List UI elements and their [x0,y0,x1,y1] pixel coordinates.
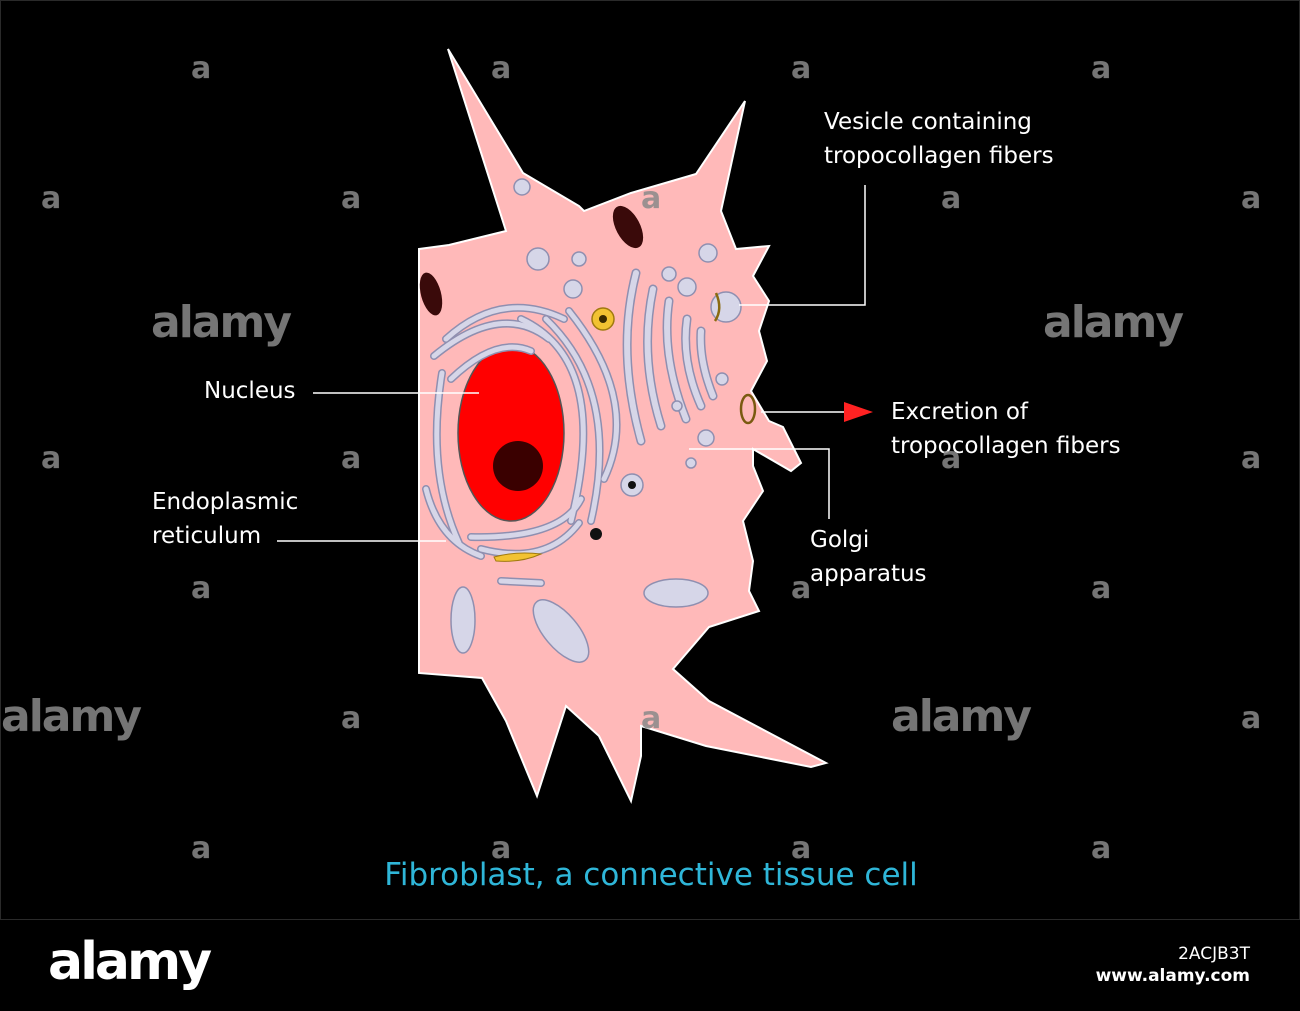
label-endoplasmic-reticulum: Endoplasmic reticulum [152,485,298,553]
label-golgi-line1: Golgi [810,527,870,553]
watermark-word: alamy [151,297,292,348]
watermark-word: alamy [891,691,1032,742]
label-vesicle-line1: Vesicle containing [824,109,1032,135]
watermark-letter: a [41,441,62,476]
vesicle-with-fibers [710,291,742,323]
label-vesicle-line2: tropocollagen fibers [824,143,1054,169]
watermark-letter: a [191,831,212,866]
excretion-arrowhead [844,402,873,422]
label-excretion-line1: Excretion of [891,399,1029,425]
label-excretion-line2: tropocollagen fibers [891,433,1121,459]
label-golgi-line2: apparatus [810,561,927,587]
leader-lines [277,185,866,542]
label-golgi: Golgi apparatus [810,523,927,591]
lysosome-core [628,481,636,489]
nucleus [457,344,565,522]
watermark-letter: a [191,51,212,86]
watermark-letter: a [1091,831,1112,866]
endoplasmic-reticulum-fill [423,305,620,586]
granule-dot [590,528,602,540]
watermark-letter: a [341,441,362,476]
watermark-letter: a [341,701,362,736]
watermark-letter: a [1091,571,1112,606]
footer-url[interactable]: www.alamy.com [1095,966,1250,986]
watermark-letter: a [491,51,512,86]
footer-bar [0,920,1300,1011]
oval-organelles [450,578,709,663]
watermark-letter: a [941,441,962,476]
watermark-word: alamy [1,691,142,742]
label-er-line1: Endoplasmic [152,489,299,515]
vesicles [513,178,729,469]
watermark-letter: a [641,181,662,216]
watermark-letter: a [1241,701,1262,736]
watermark-letter: a [341,181,362,216]
watermark-letter: a [791,571,812,606]
watermark-letter: a [1241,441,1262,476]
footer-image-id: 2ACJB3T [1178,944,1250,964]
dark-organelle [419,272,443,316]
tropocollagen-fiber [713,292,721,322]
watermark-letter: a [491,831,512,866]
diagram-canvas: Vesicle containing tropocollagen fibers … [0,0,1300,920]
yellow-granule [493,552,543,562]
footer-logo: alamy [48,932,212,992]
dark-organelle [612,205,644,249]
excreted-fiber [739,393,757,425]
watermark-letter: a [41,181,62,216]
label-excretion: Excretion of tropocollagen fibers [891,395,1121,463]
label-vesicle: Vesicle containing tropocollagen fibers [824,105,1054,173]
cell-body [418,48,829,804]
watermark-letter: a [791,51,812,86]
label-nucleus: Nucleus [204,378,296,404]
label-er-line2: reticulum [152,523,262,549]
watermark-letter: a [641,701,662,736]
watermark-word: alamy [1043,297,1184,348]
watermark-letter: a [1091,51,1112,86]
yellow-vesicle-core [599,315,607,323]
watermark-letter: a [1241,181,1262,216]
watermark-letter: a [791,831,812,866]
nucleolus [493,441,543,491]
watermark-letter: a [941,181,962,216]
fibroblast-illustration [277,48,873,804]
diagram-title: Fibroblast, a connective tissue cell [384,857,918,893]
watermark-letter: a [191,571,212,606]
